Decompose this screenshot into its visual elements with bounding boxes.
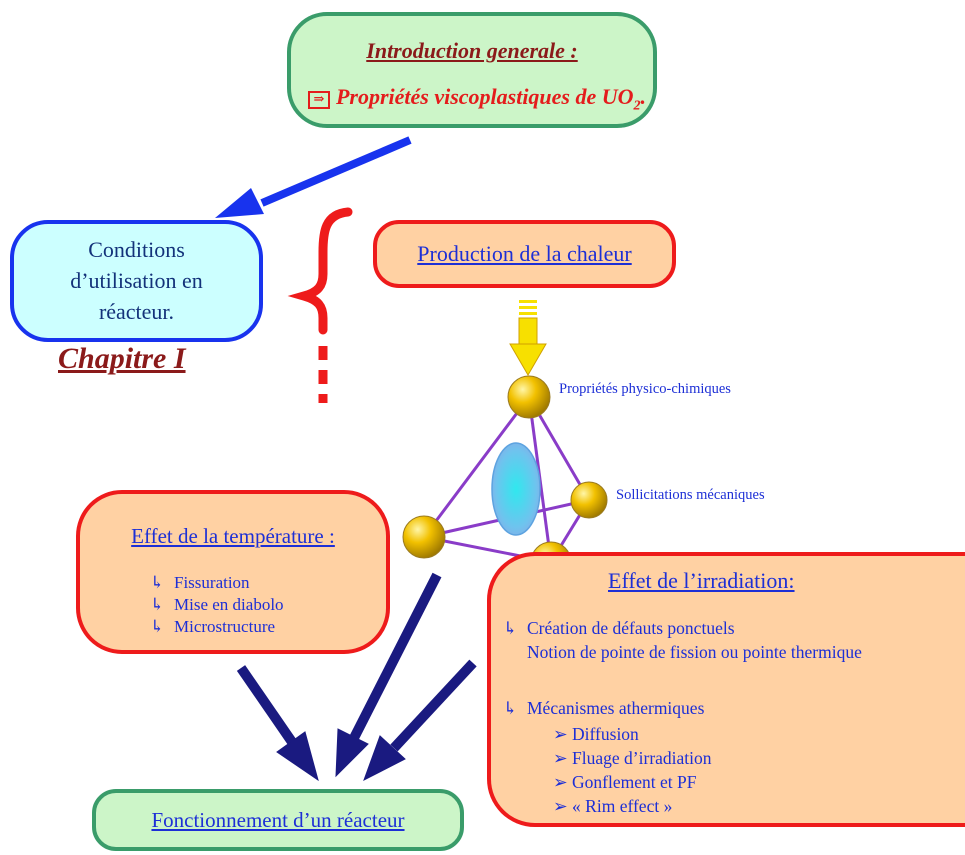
curved-arrow-bullet-icon: ↳ xyxy=(503,698,518,718)
temperature-list: ↳ Fissuration ↳ Mise en diabolo ↳ Microstru… xyxy=(150,572,284,638)
temperature-title: Effet de la température : xyxy=(131,524,335,548)
irradiation-subitem: Fluage d’irradiation xyxy=(572,748,712,768)
conditions-line: réacteur. xyxy=(98,299,175,324)
fonctionnement-box: Fonctionnement d’un réacteur xyxy=(92,789,464,851)
curved-arrow-bullet-icon: ↳ xyxy=(150,617,165,636)
label-physico-chimiques: Propriétés physico-chimiques xyxy=(559,381,731,397)
conditions-text: Conditions d’utilisation en réacteur. xyxy=(14,234,259,327)
irradiation-item: ↳ Mécanismes athermiques xyxy=(503,698,704,719)
red-brace xyxy=(287,207,353,403)
intro-title: Introduction generale : xyxy=(366,38,578,63)
temperature-item: Fissuration xyxy=(174,573,250,592)
production-label: Production de la chaleur xyxy=(417,241,632,266)
list-item: ↳ Fissuration xyxy=(150,572,284,594)
intro-subtitle-subscript: 2 xyxy=(633,98,641,114)
curved-arrow-bullet-icon: ↳ xyxy=(150,595,165,614)
production-box: Production de la chaleur xyxy=(373,220,676,288)
arrowhead-bullet-icon: ➢ xyxy=(553,748,568,768)
irradiation-subitem: Gonflement et PF xyxy=(572,772,697,792)
irradiation-item-text: Création de défauts ponctuels xyxy=(527,618,735,638)
list-item: ➢ Gonflement et PF xyxy=(553,772,696,793)
converging-arrows xyxy=(236,572,477,782)
sphere-right xyxy=(570,481,608,519)
label-sollicitations: Sollicitations mécaniques xyxy=(616,487,765,503)
arrowhead-bullet-icon: ➢ xyxy=(553,796,568,816)
curved-arrow-bullet-icon: ↳ xyxy=(503,618,518,638)
irradiation-item: ↳ Création de défauts ponctuels xyxy=(503,618,735,639)
irradiation-title: Effet de l’irradiation: xyxy=(608,568,795,593)
irradiation-box: Effet de l’irradiation: ↳ Création de déf… xyxy=(487,552,965,827)
sphere-top xyxy=(507,375,551,419)
intro-box: Introduction generale : ⇒ Propriétés visc… xyxy=(287,12,657,128)
arrowhead-bullet-icon: ➢ xyxy=(553,724,568,744)
conditions-box: Conditions d’utilisation en réacteur. xyxy=(10,220,263,342)
arrowhead-bullet-icon: ➢ xyxy=(553,772,568,792)
intro-subtitle-text: Propriétés viscoplastiques de UO xyxy=(335,84,634,109)
irradiation-subitem: Diffusion xyxy=(572,724,639,744)
fonctionnement-label: Fonctionnement d’un réacteur xyxy=(151,808,405,832)
list-item: ↳ Mise en diabolo xyxy=(150,594,284,616)
temperature-item: Microstructure xyxy=(174,617,276,636)
list-item: ➢ « Rim effect » xyxy=(553,796,672,817)
boxed-arrow-icon: ⇒ xyxy=(307,91,330,109)
curved-arrow-bullet-icon: ↳ xyxy=(150,573,165,592)
conditions-line: d’utilisation en xyxy=(70,268,203,293)
intro-subtitle-period: . xyxy=(640,84,647,109)
conditions-line: Conditions xyxy=(88,237,185,262)
chapter-title: Chapitre I xyxy=(58,342,186,375)
irradiation-note: Notion de pointe de fission ou pointe th… xyxy=(527,642,862,662)
temperature-box: Effet de la température : ↳ Fissuration ↳… xyxy=(76,490,390,654)
temperature-item: Mise en diabolo xyxy=(174,595,284,614)
list-item: ➢ Diffusion xyxy=(553,724,639,745)
cyan-ellipse xyxy=(491,442,541,536)
irradiation-subitem: « Rim effect » xyxy=(572,796,673,816)
intro-to-conditions-arrow xyxy=(215,136,412,218)
list-item: ➢ Fluage d’irradiation xyxy=(553,748,712,769)
list-item: ↳ Microstructure xyxy=(150,616,284,638)
yellow-down-arrow xyxy=(509,300,547,376)
irradiation-item-text: Mécanismes athermiques xyxy=(527,698,705,718)
intro-subtitle: ⇒ Propriétés viscoplastiques de UO2. xyxy=(287,84,667,114)
sphere-left xyxy=(402,515,446,559)
